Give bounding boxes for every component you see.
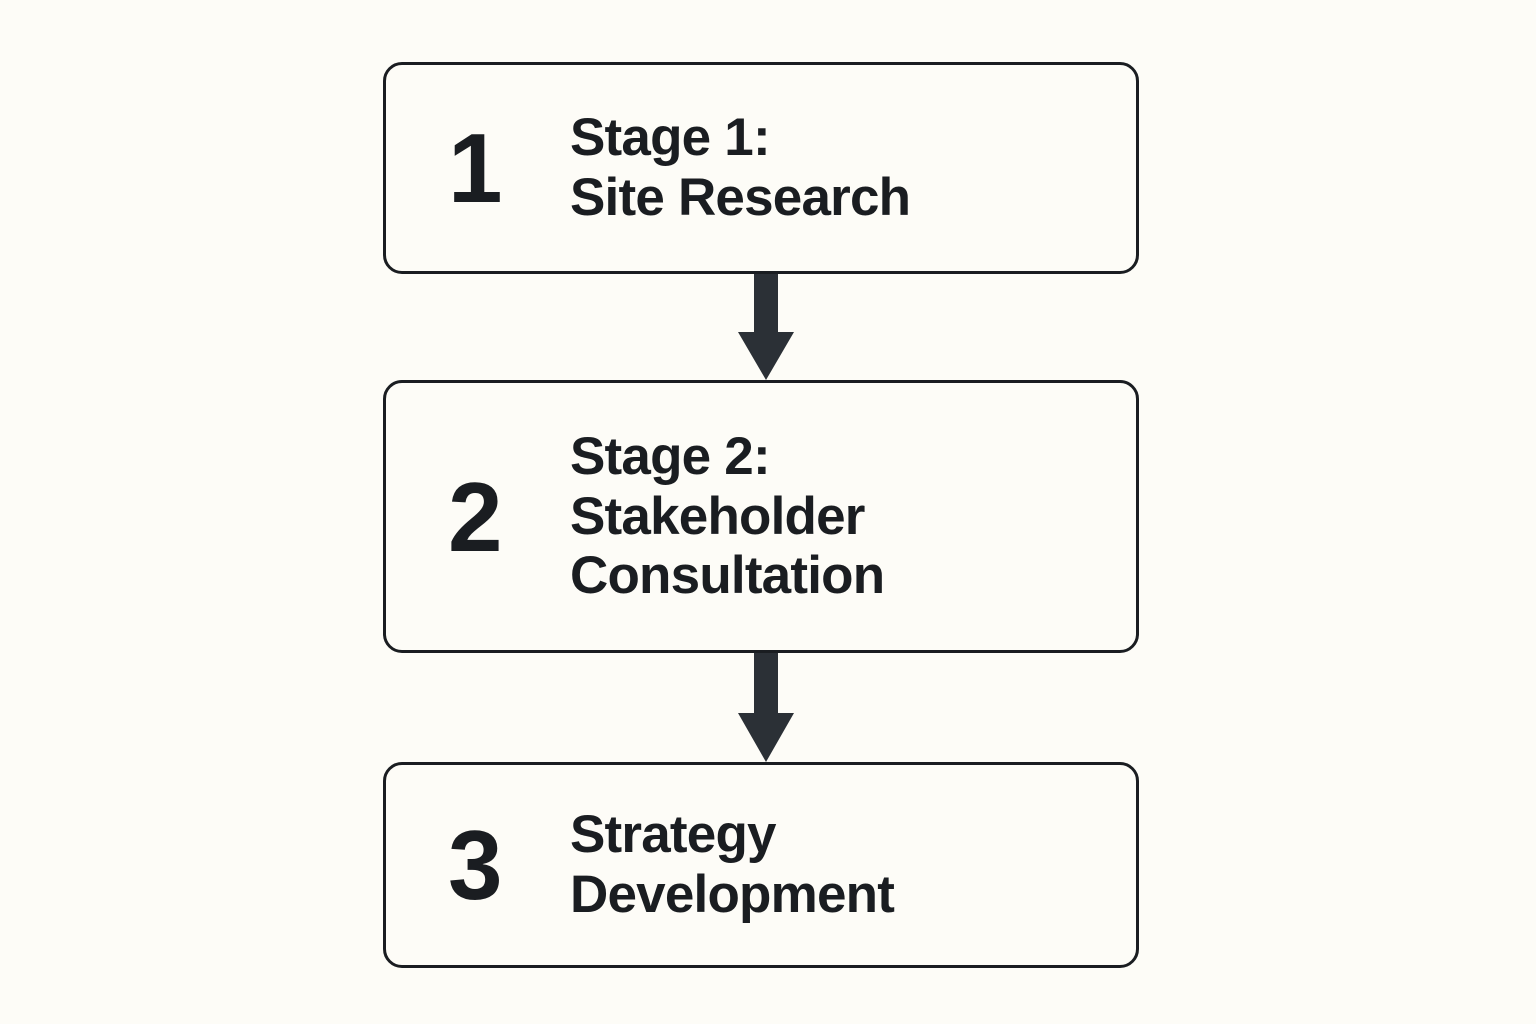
stage-node-2[interactable]: 2 Stage 2: Stakeholder Consultation — [383, 380, 1139, 653]
stage-node-1[interactable]: 1 Stage 1: Site Research — [383, 62, 1139, 274]
stage-number-1: 1 — [448, 113, 503, 223]
stage-number-3: 3 — [448, 810, 503, 920]
arrow-down-icon — [738, 653, 794, 762]
arrow-down-icon — [738, 274, 794, 380]
stage-number-2: 2 — [448, 461, 503, 572]
stage-label-3: Strategy Development — [570, 805, 895, 924]
stage-label-1: Stage 1: Site Research — [570, 108, 911, 227]
stage-node-3[interactable]: 3 Strategy Development — [383, 762, 1139, 968]
stage-label-2: Stage 2: Stakeholder Consultation — [570, 426, 885, 606]
